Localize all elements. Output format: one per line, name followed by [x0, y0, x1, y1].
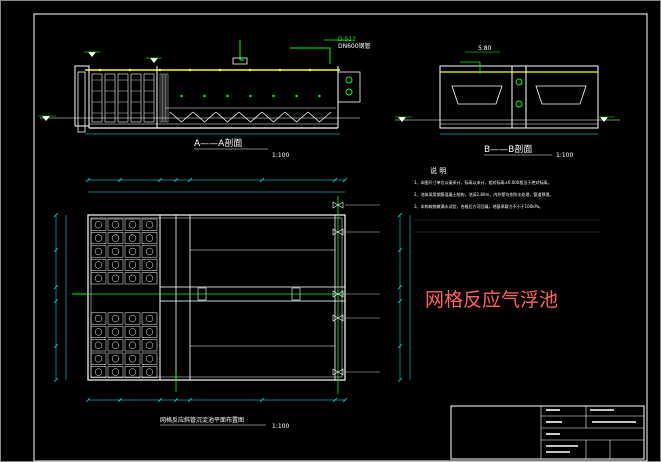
grid-cell [107, 312, 124, 325]
center-channel-bb [511, 65, 527, 129]
plan-view: 网格反应斜管沉淀池平面布置图 1:100 [53, 177, 411, 430]
tag-bb-1: 5.80 [478, 45, 492, 52]
grid-cell [90, 339, 107, 352]
grid-cell [90, 325, 107, 338]
outlet-pipe-aa [290, 47, 331, 64]
sludge-hopper [261, 111, 286, 123]
section-bb-view: 5.80 B——B剖面 1:100 [395, 45, 620, 159]
section-aa-scale: 1:100 [272, 152, 289, 159]
grid-cell [141, 325, 158, 338]
grid-cell [124, 339, 141, 352]
sludge-hopper [284, 111, 309, 123]
plan-scale: 1:100 [272, 423, 289, 430]
sludge-hopper [215, 111, 240, 123]
grid-cell [90, 272, 107, 285]
grid-compartment [91, 73, 103, 123]
sludge-hopper [192, 111, 217, 123]
note-1: 1、本图尺寸单位以毫米计，标高以米计，相对标高±0.000相当于绝对标高。 [414, 179, 551, 185]
grid-cell [124, 258, 141, 271]
outlet-box-aa [337, 71, 361, 103]
dosing-pipe-aa [239, 40, 244, 61]
grid-cell [90, 232, 107, 245]
grid-cell [90, 245, 107, 258]
grid-compartment [143, 73, 155, 123]
note-2: 2、池体采用钢筋混凝土结构，池深2.80m，内外壁均作防水处理，管道预埋。 [414, 191, 553, 197]
valve-symbol [332, 228, 344, 236]
section-bb-title: B——B剖面 [484, 143, 532, 155]
grid-cell [107, 352, 124, 365]
section-aa-view: D.S12 DN600钢管 A——A剖面 1:100 [38, 36, 371, 159]
grid-cell [107, 258, 124, 271]
grid-cell [107, 245, 124, 258]
grid-compartment [130, 73, 142, 123]
grid-cell [141, 352, 158, 365]
grid-cell [124, 272, 141, 285]
grid-cell [141, 218, 158, 231]
grid-cell [141, 245, 158, 258]
grid-cell [90, 312, 107, 325]
sludge-hopper [238, 111, 263, 123]
grid-cell [107, 272, 124, 285]
grid-cell [107, 366, 124, 379]
sludge-hopper [307, 111, 332, 123]
sludge-hopper [169, 111, 194, 123]
grid-cell [141, 339, 158, 352]
grid-compartments-aa [91, 68, 312, 123]
grid-cell [124, 312, 141, 325]
note-3: 3、本构筑物做满水试验，合格后方可回填，地基承载力不小于100kPa。 [414, 203, 543, 209]
valve-symbol [332, 201, 344, 209]
grid-cells [90, 218, 158, 379]
grid-cell [141, 232, 158, 245]
grid-cell [141, 312, 158, 325]
grid-cell [141, 258, 158, 271]
valve-symbol [332, 290, 344, 298]
section-aa-title: A——A剖面 [194, 137, 242, 149]
grid-cell [124, 232, 141, 245]
grid-cell [124, 352, 141, 365]
grid-cell [124, 245, 141, 258]
grid-cell [124, 218, 141, 231]
grid-compartment [117, 73, 129, 123]
section-bb-scale: 1:100 [556, 152, 573, 159]
notes-block: 说 明 1、本图尺寸单位以毫米计，标高以米计，相对标高±0.000相当于绝对标高… [414, 166, 600, 233]
valves-plan [332, 201, 380, 376]
grid-cell [141, 272, 158, 285]
sludge-hoppers-aa [165, 94, 336, 123]
valve-symbol [332, 368, 344, 376]
title-block [450, 405, 645, 460]
notes-heading: 说 明 [430, 166, 446, 175]
grid-cell [107, 325, 124, 338]
tag-aa-2: DN600钢管 [338, 42, 371, 50]
grid-cell [141, 366, 158, 379]
overlay-title: 网格反应气浮池 [425, 289, 558, 311]
grid-cell [124, 325, 141, 338]
grid-cell [107, 339, 124, 352]
grid-cell [90, 218, 107, 231]
grid-cell [107, 232, 124, 245]
grid-cell [124, 366, 141, 379]
grid-compartment [104, 73, 116, 123]
grid-cell [90, 258, 107, 271]
grid-cell [107, 218, 124, 231]
grid-cell [90, 366, 107, 379]
grid-cell [90, 352, 107, 365]
inlet-pipe-aa [77, 71, 86, 133]
plan-title: 网格反应斜管沉淀池平面布置图 [160, 416, 244, 424]
tag-aa-1: D.S12 [338, 36, 356, 43]
valve-symbol [332, 314, 344, 322]
